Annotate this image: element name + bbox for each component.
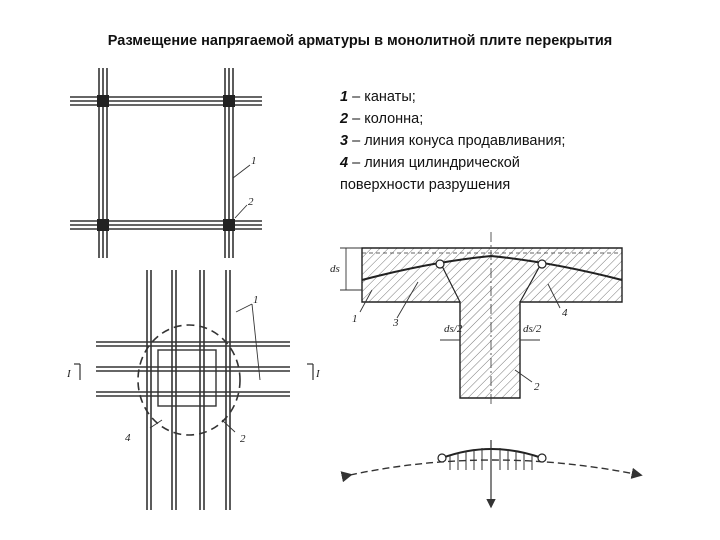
detail-label-1: 1 xyxy=(253,294,259,306)
section-label-ds2-left: ds/2 xyxy=(444,323,463,335)
plan-leaders xyxy=(232,164,251,219)
section-label-1: 1 xyxy=(352,313,358,325)
section-label-4: 4 xyxy=(562,307,568,319)
section-view xyxy=(361,232,623,404)
column-square xyxy=(97,219,109,231)
column-square xyxy=(223,95,235,107)
legend-item-4: 4 – линия цилиндрической xyxy=(340,155,520,171)
detail-leaders xyxy=(149,303,261,433)
legend: 1 – канаты; 2 – колонна; 3 – линия конус… xyxy=(340,86,565,196)
section-label-2: 2 xyxy=(534,381,540,393)
section-label-right: I xyxy=(315,368,321,380)
legend-item-1: 1 – канаты; xyxy=(340,89,416,105)
section-markers xyxy=(74,363,314,380)
plan-label-2: 2 xyxy=(248,196,254,208)
section-label-ds: ds xyxy=(330,263,340,275)
detail-plan xyxy=(96,270,290,510)
detail-label-2: 2 xyxy=(240,433,246,445)
section-label-ds2-right: ds/2 xyxy=(523,323,542,335)
section-leaders xyxy=(359,281,561,383)
detail-label-4: 4 xyxy=(125,432,131,444)
plan-columns xyxy=(97,95,235,231)
section-label-3: 3 xyxy=(392,317,399,329)
column-square xyxy=(97,95,109,107)
legend-item-3: 3 – линия конуса продавливания; xyxy=(340,133,566,149)
section-dimensions xyxy=(340,247,540,341)
punching-cone-circle xyxy=(137,324,241,436)
section-label-left: I xyxy=(66,368,72,380)
figure-title: Размещение напрягаемой арматуры в моноли… xyxy=(107,33,613,49)
column-square xyxy=(223,219,235,231)
legend-item-2: 2 – колонна; xyxy=(340,111,424,127)
plan-label-1: 1 xyxy=(251,155,257,167)
force-diagram xyxy=(340,440,643,509)
detail-column-outline xyxy=(157,349,217,407)
load-arrows xyxy=(449,448,533,470)
legend-item-4-cont: поверхности разрушения xyxy=(340,177,511,193)
